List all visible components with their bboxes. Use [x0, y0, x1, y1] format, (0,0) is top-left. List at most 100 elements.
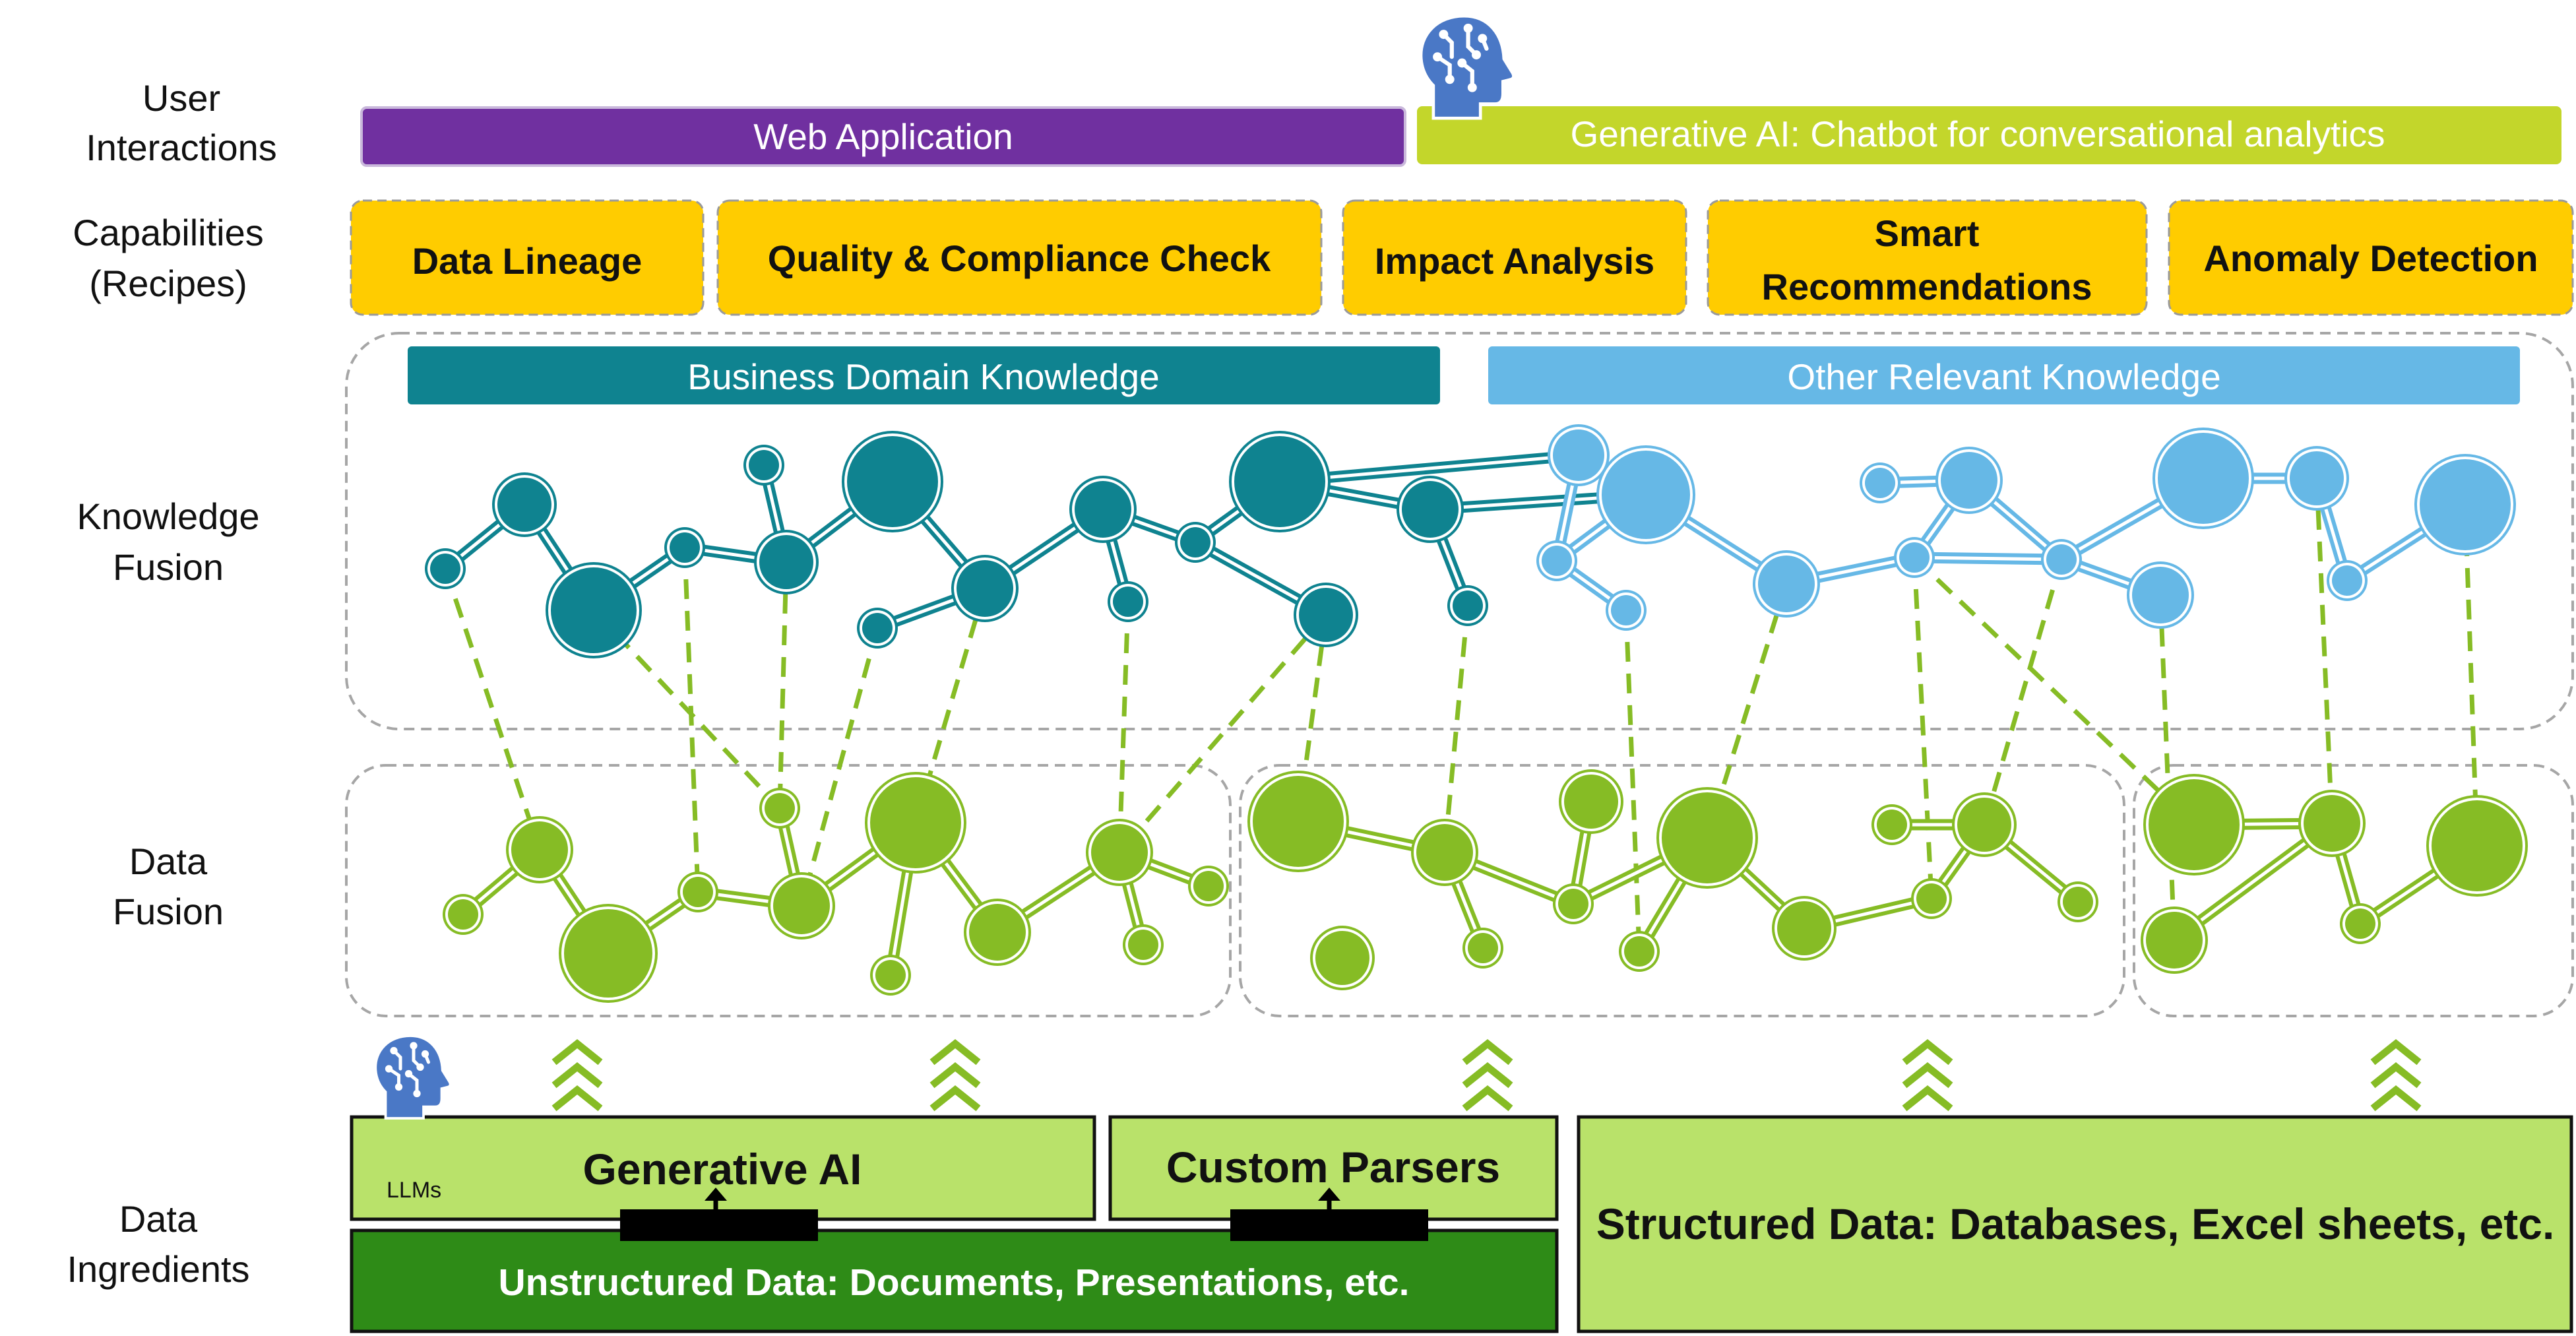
graph-node [1180, 527, 1210, 557]
svg-text:Data Lineage: Data Lineage [412, 240, 643, 282]
graph-node [1234, 436, 1325, 527]
svg-text:Interactions: Interactions [86, 127, 277, 168]
data-fusion-container-2 [1239, 764, 2125, 1017]
capability-quality-compliance-check[interactable]: Quality & Compliance Check [716, 199, 1323, 316]
graph-node [749, 450, 779, 480]
graph-node [1416, 824, 1473, 881]
graph-node [957, 560, 1013, 617]
svg-text:Generative AI: Chatbot for con: Generative AI: Chatbot for conversationa… [1570, 113, 2385, 154]
svg-text:Web Application: Web Application [753, 116, 1013, 157]
graph-node [2290, 451, 2344, 505]
structured-data-box[interactable]: Structured Data: Databases, Excel sheets… [1577, 1115, 2573, 1333]
generative-ai-box[interactable]: Generative AI LLMs [350, 1115, 1096, 1221]
graph-node [1558, 889, 1588, 919]
row-label-data-ingredients: Data Ingredients [67, 1198, 249, 1290]
fusion-link [777, 561, 789, 809]
graph-node [870, 777, 961, 868]
data-graph-nodes [443, 769, 2528, 1003]
graph-node [2149, 779, 2240, 870]
graph-node [1899, 542, 1930, 573]
graph-node [969, 904, 1026, 961]
svg-text:Other Relevant Knowledge: Other Relevant Knowledge [1787, 356, 2220, 397]
graph-node [683, 877, 713, 907]
fusion-link [682, 547, 701, 893]
graph-node [1553, 429, 1604, 481]
upward-arrows [551, 1038, 2422, 1112]
data-fusion-container-3 [2133, 764, 2574, 1017]
graph-node [1865, 468, 1895, 498]
svg-text:Data: Data [129, 841, 208, 882]
graph-node [1542, 546, 1572, 576]
fusion-link [1623, 610, 1642, 952]
fusion-link [1912, 557, 1934, 899]
svg-text:Capabilities: Capabilities [73, 212, 264, 253]
graph-node [1611, 595, 1641, 625]
svg-text:Ingredients: Ingredients [67, 1248, 249, 1290]
fusion-link [2463, 504, 2480, 846]
double-chevron-up-icon [551, 1038, 603, 1112]
graph-node [670, 532, 700, 563]
row-label-user-interactions: User Interactions [86, 77, 277, 168]
graph-node [1777, 901, 1831, 955]
svg-text:Custom Parsers: Custom Parsers [1166, 1143, 1500, 1192]
graph-node [773, 877, 830, 934]
graph-node [1402, 481, 1459, 538]
graph-node [1193, 871, 1224, 901]
capability-anomaly-detection[interactable]: Anomaly Detection [2168, 199, 2574, 316]
knowledge-graph-nodes [425, 424, 2516, 658]
data-fusion-container-1 [345, 764, 1232, 1017]
graph-node [765, 793, 795, 823]
graph-node [1877, 810, 1907, 840]
graph-node [2132, 567, 2189, 623]
graph-node [862, 613, 893, 643]
row-label-knowledge-fusion: Knowledge Fusion [77, 495, 259, 588]
graph-node [511, 821, 568, 878]
graph-node [2345, 908, 2375, 939]
graph-node [1468, 933, 1498, 963]
capability-data-lineage[interactable]: Data Lineage [350, 199, 705, 316]
svg-text:Structured Data: Databases, Ex: Structured Data: Databases, Excel sheets… [1596, 1199, 2555, 1248]
graph-node [1299, 588, 1353, 642]
double-chevron-up-icon [2370, 1038, 2422, 1112]
fusion-link [1117, 601, 1131, 853]
knowledge-fusion-container [345, 332, 2574, 730]
row-label-data-fusion: Data Fusion [113, 841, 224, 932]
svg-text:Generative AI: Generative AI [582, 1145, 862, 1193]
graph-node [1941, 452, 1997, 509]
svg-text:(Recipes): (Recipes) [89, 263, 247, 304]
connector-to-custom-parsers [1230, 1188, 1428, 1241]
capability-impact-analysis[interactable]: Impact Analysis [1342, 199, 1687, 316]
graph-node [1564, 775, 1618, 829]
graph-node [564, 909, 652, 998]
graph-node [497, 478, 551, 532]
fusion-links [443, 478, 2480, 952]
web-application-bar[interactable]: Web Application [360, 106, 1406, 167]
graph-node [1113, 587, 1143, 617]
brain-head-icon [374, 1034, 452, 1120]
graph-node [1624, 936, 1654, 967]
graph-node [2332, 565, 2362, 596]
custom-parsers-box[interactable]: Custom Parsers [1108, 1115, 1559, 1221]
row-label-capabilities: Capabilities (Recipes) [73, 212, 264, 304]
chatbot-bar[interactable]: Generative AI: Chatbot for conversationa… [1417, 106, 2561, 164]
graph-node [1916, 883, 1947, 914]
graph-node [2046, 544, 2077, 575]
svg-text:Impact Analysis: Impact Analysis [1375, 240, 1654, 282]
fusion-link [1442, 605, 1470, 853]
capability-smart-recommendations[interactable]: Smart Recommendations [1707, 199, 2148, 316]
graph-node [1758, 556, 1815, 612]
fusion-link [2314, 478, 2335, 824]
graph-node [448, 899, 478, 930]
graph-node [1075, 481, 1131, 538]
svg-text:Business Domain Knowledge: Business Domain Knowledge [687, 356, 1159, 397]
unstructured-data-box[interactable]: Unstructured Data: Documents, Presentati… [350, 1228, 1559, 1333]
svg-text:User: User [142, 77, 220, 119]
graph-node [1253, 776, 1344, 867]
graph-node [2063, 887, 2093, 917]
graph-node [2304, 795, 2360, 852]
svg-text:Anomaly Detection: Anomaly Detection [2203, 238, 2538, 279]
graph-node [551, 567, 637, 653]
svg-text:Fusion: Fusion [113, 546, 224, 588]
graph-node [1315, 931, 1369, 985]
